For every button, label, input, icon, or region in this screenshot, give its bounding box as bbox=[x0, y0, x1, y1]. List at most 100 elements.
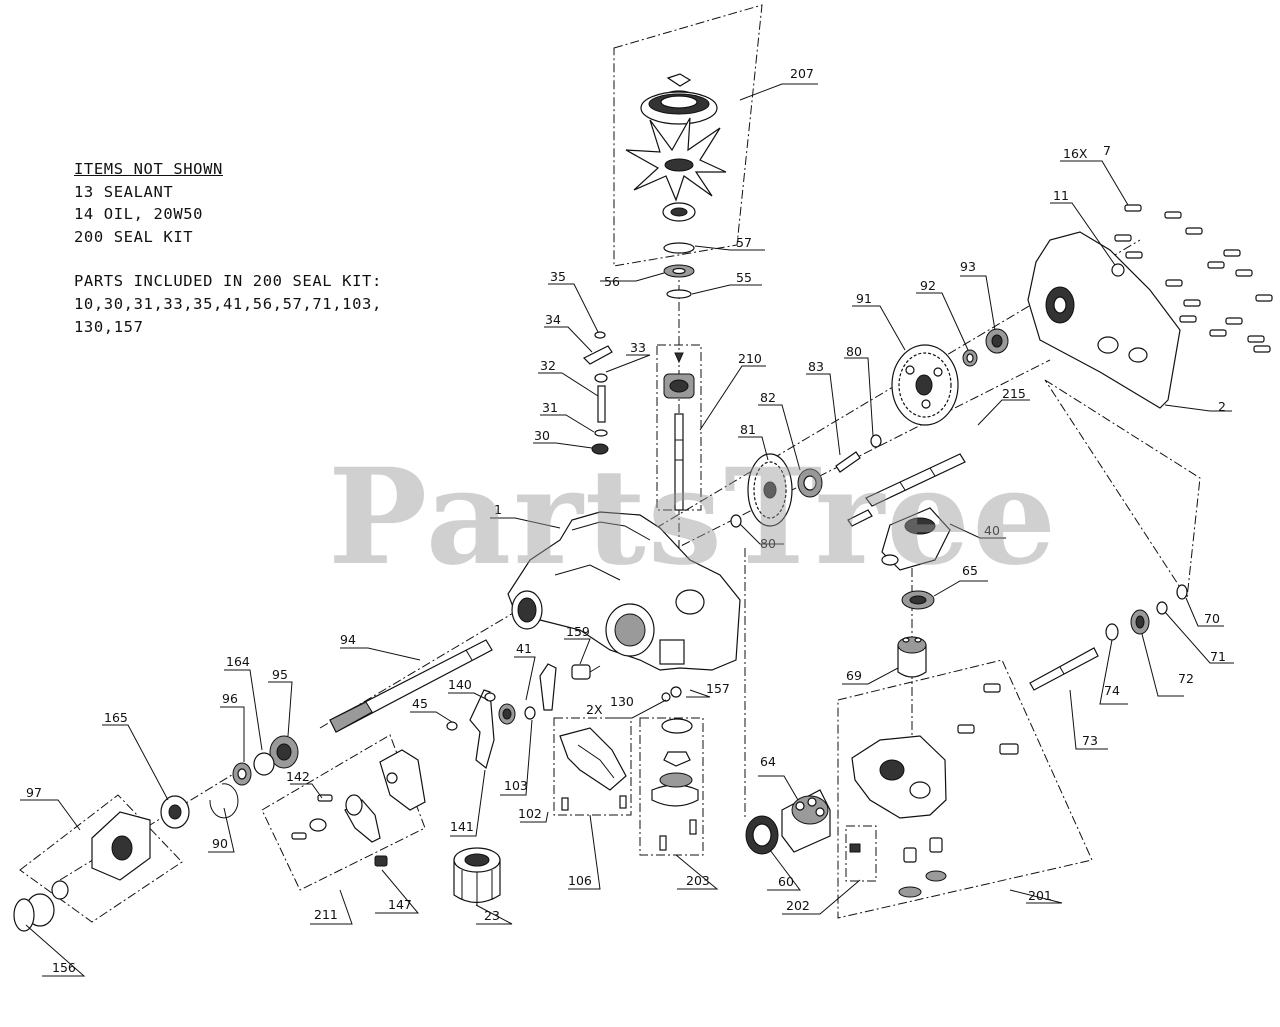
callout-130: 130 bbox=[610, 694, 634, 709]
part-shield-102-106 bbox=[559, 727, 627, 811]
part-gears-91-92-93 bbox=[891, 328, 1009, 426]
callout-207: 207 bbox=[790, 66, 814, 81]
part-hub-40 bbox=[881, 507, 951, 571]
part-axle-shaft-215 bbox=[847, 453, 966, 527]
callout-80-lower: 80 bbox=[760, 536, 776, 551]
callout-95: 95 bbox=[272, 667, 288, 682]
callout-16x: 16X bbox=[1063, 146, 1088, 161]
callout-96: 96 bbox=[222, 691, 238, 706]
part-fan-pulley-207 bbox=[625, 73, 727, 222]
callout-74: 74 bbox=[1104, 683, 1120, 698]
part-gear-72 bbox=[1130, 609, 1150, 635]
part-cylinder-69 bbox=[897, 636, 927, 678]
callout-97: 97 bbox=[26, 785, 42, 800]
callout-33: 33 bbox=[630, 340, 646, 355]
part-control-arm-30-35 bbox=[582, 331, 613, 455]
part-wheel-bearing-95-96-164 bbox=[232, 735, 299, 786]
callout-102: 102 bbox=[518, 806, 542, 821]
callout-70: 70 bbox=[1204, 611, 1220, 626]
part-main-housing-1 bbox=[507, 511, 741, 671]
callout-34: 34 bbox=[545, 312, 561, 327]
callout-165: 165 bbox=[104, 710, 128, 725]
callout-41: 41 bbox=[516, 641, 532, 656]
callout-201: 201 bbox=[1028, 888, 1052, 903]
part-seals-41-103 bbox=[498, 703, 536, 725]
callout-80-upper: 80 bbox=[846, 344, 862, 359]
part-side-cover-2 bbox=[1027, 231, 1181, 409]
callout-11: 11 bbox=[1053, 188, 1069, 203]
callout-60: 60 bbox=[778, 874, 794, 889]
note-line: 14 OIL, 20W50 bbox=[74, 205, 204, 224]
callout-147: 147 bbox=[388, 897, 412, 912]
callout-90: 90 bbox=[212, 836, 228, 851]
part-washer-74 bbox=[1105, 623, 1119, 641]
callout-157: 157 bbox=[706, 681, 730, 696]
kit-line: 10,30,31,33,35,41,56,57,71,103, bbox=[74, 294, 382, 313]
part-shaft-73 bbox=[1029, 647, 1099, 691]
callout-69: 69 bbox=[846, 668, 862, 683]
callout-1: 1 bbox=[494, 502, 502, 517]
callout-leaders bbox=[20, 83, 1234, 977]
callout-91: 91 bbox=[856, 291, 872, 306]
callout-72: 72 bbox=[1178, 671, 1194, 686]
callout-94: 94 bbox=[340, 632, 356, 647]
kit-line: PARTS INCLUDED IN 200 SEAL KIT: bbox=[74, 272, 382, 291]
callout-215: 215 bbox=[1002, 386, 1026, 401]
callout-164: 164 bbox=[226, 654, 250, 669]
part-rings-70-71 bbox=[1156, 584, 1188, 615]
callout-64: 64 bbox=[760, 754, 776, 769]
part-filter-23 bbox=[453, 847, 501, 906]
watermark: PartsTree bbox=[328, 440, 1059, 595]
callout-103: 103 bbox=[504, 778, 528, 793]
part-brake-159 bbox=[571, 664, 601, 680]
callout-labels: 207 16X 7 11 57 56 55 93 92 91 35 34 33 … bbox=[26, 66, 1226, 975]
part-cap-156 bbox=[13, 898, 35, 932]
callout-140: 140 bbox=[448, 677, 472, 692]
part-bracket-140-141 bbox=[446, 663, 557, 770]
part-brake-assembly-211 bbox=[291, 749, 426, 867]
note-line: 13 SEALANT bbox=[74, 182, 174, 201]
callout-106: 106 bbox=[568, 873, 592, 888]
callout-32: 32 bbox=[540, 358, 556, 373]
part-bearing-65 bbox=[901, 590, 935, 610]
part-bolts-7 bbox=[1114, 204, 1273, 353]
callout-30: 30 bbox=[534, 428, 550, 443]
callout-82: 82 bbox=[760, 390, 776, 405]
callout-211: 211 bbox=[314, 907, 338, 922]
note-line: 200 SEAL KIT bbox=[74, 227, 194, 246]
callout-73: 73 bbox=[1082, 733, 1098, 748]
callout-156: 156 bbox=[52, 960, 76, 975]
part-snap-ring-90 bbox=[209, 783, 239, 819]
callout-141: 141 bbox=[450, 819, 474, 834]
callout-57: 57 bbox=[736, 235, 752, 250]
kit-line: 130,157 bbox=[74, 317, 144, 336]
part-center-section-201 bbox=[849, 683, 1019, 898]
notes-block: ITEMS NOT SHOWN 13 SEALANT 14 OIL, 20W50… bbox=[74, 158, 382, 338]
callout-35: 35 bbox=[550, 269, 566, 284]
callout-159: 159 bbox=[566, 624, 590, 639]
callout-203: 203 bbox=[686, 873, 710, 888]
callout-210: 210 bbox=[738, 351, 762, 366]
part-pump-203 bbox=[651, 686, 699, 851]
callout-83: 83 bbox=[808, 359, 824, 374]
callout-45: 45 bbox=[412, 696, 428, 711]
notes-spacer bbox=[74, 248, 382, 270]
part-hub-165-97 bbox=[25, 795, 190, 927]
part-input-shaft-210 bbox=[663, 352, 695, 511]
callout-142: 142 bbox=[286, 769, 310, 784]
notes-heading: ITEMS NOT SHOWN bbox=[74, 160, 223, 178]
callout-71: 71 bbox=[1210, 649, 1226, 664]
part-motor-60-64 bbox=[745, 789, 831, 855]
callout-2x: 2X bbox=[586, 702, 603, 717]
part-gears-81-82 bbox=[747, 453, 823, 527]
callout-93: 93 bbox=[960, 259, 976, 274]
callout-81: 81 bbox=[740, 422, 756, 437]
callout-7: 7 bbox=[1103, 143, 1111, 158]
callout-2: 2 bbox=[1218, 399, 1226, 414]
callout-65: 65 bbox=[962, 563, 978, 578]
callout-23: 23 bbox=[484, 908, 500, 923]
callout-31: 31 bbox=[542, 400, 558, 415]
callout-56: 56 bbox=[604, 274, 620, 289]
part-countershaft-80-83 bbox=[730, 434, 882, 528]
